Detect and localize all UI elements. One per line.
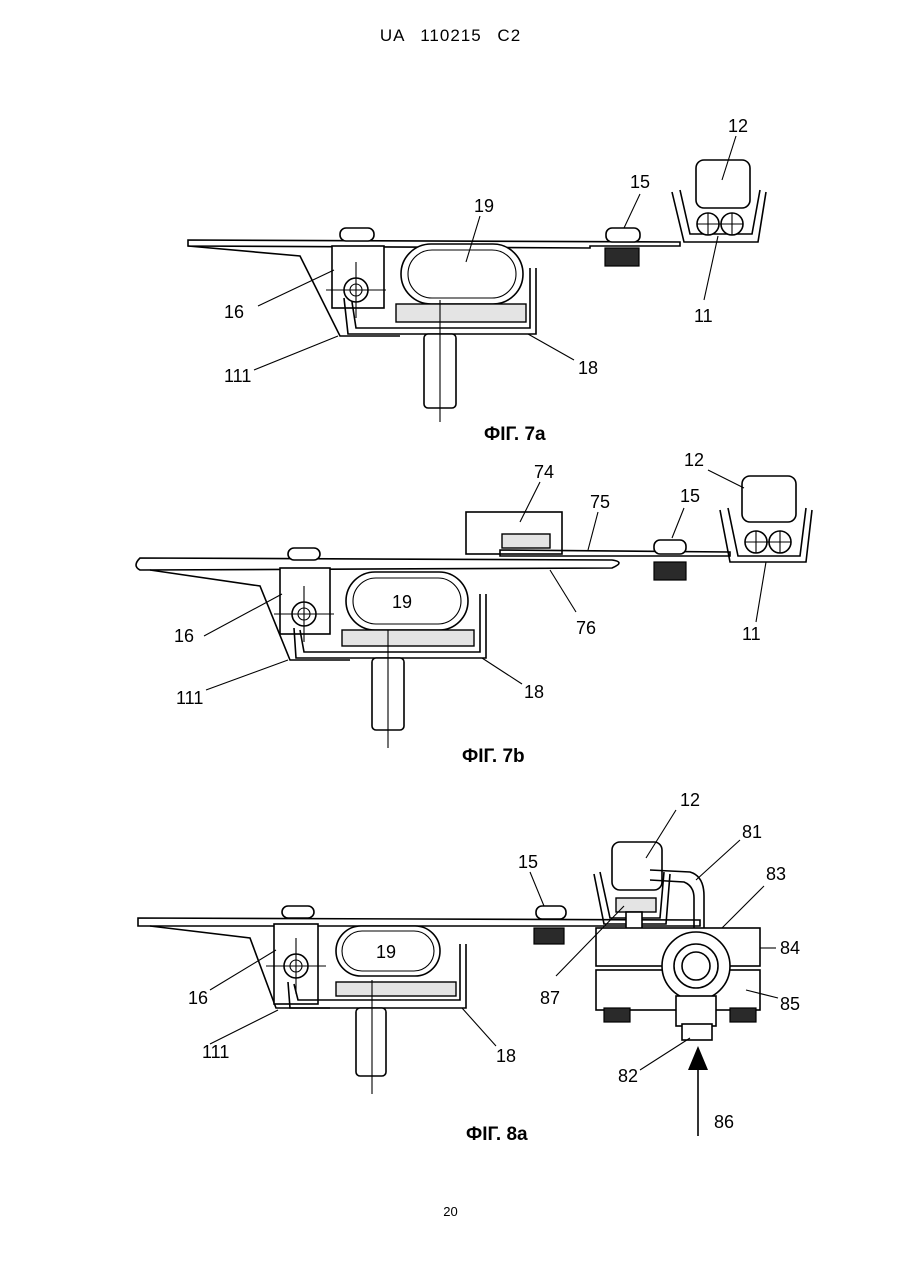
fig7b-label-15: 15 (680, 486, 700, 506)
fig8a-label-16: 16 (188, 988, 208, 1008)
fig8a-label-82: 82 (618, 1066, 638, 1086)
fig8a-label-12: 12 (680, 790, 700, 810)
fig8a-label-19: 19 (376, 942, 396, 962)
fig8a-label-84: 84 (780, 938, 800, 958)
figure-8a-caption: ФІГ. 8a (466, 1124, 528, 1146)
fig8a-label-15: 15 (518, 852, 538, 872)
fig8a-label-111: 111 (202, 1042, 229, 1062)
fig8a-label-83: 83 (766, 864, 786, 884)
figure-7b-drawing: 74 12 75 15 19 16 76 11 111 18 (0, 440, 901, 780)
fig7a-label-15: 15 (630, 172, 650, 192)
figure-7a-drawing: 12 15 19 16 11 111 18 (0, 0, 901, 440)
figure-7b-caption: ФІГ. 7b (462, 746, 525, 768)
fig7a-label-11: 11 (694, 306, 713, 326)
fig7b-label-74: 74 (534, 462, 554, 482)
fig7a-label-16: 16 (224, 302, 244, 322)
fig7b-label-16: 16 (174, 626, 194, 646)
fig7b-label-11: 11 (742, 624, 761, 644)
fig7b-label-111: 111 (176, 688, 203, 708)
fig7a-label-111: 111 (224, 366, 251, 386)
fig7a-label-18: 18 (578, 358, 598, 378)
fig7b-label-75: 75 (590, 492, 610, 512)
fig8a-label-81: 81 (742, 822, 762, 842)
page-number: 20 (0, 1204, 901, 1219)
fig8a-label-85: 85 (780, 994, 800, 1014)
fig7b-label-76: 76 (576, 618, 596, 638)
fig7a-label-12: 12 (728, 116, 748, 136)
figure-8a-drawing: 12 81 15 83 19 84 16 87 85 111 18 82 86 (0, 780, 901, 1140)
fig7b-label-19: 19 (392, 592, 412, 612)
fig7b-label-18: 18 (524, 682, 544, 702)
fig7b-label-12: 12 (684, 450, 704, 470)
fig7a-label-19: 19 (474, 196, 494, 216)
fig8a-label-18: 18 (496, 1046, 516, 1066)
fig8a-label-86: 86 (714, 1112, 734, 1132)
fig8a-label-87: 87 (540, 988, 560, 1008)
